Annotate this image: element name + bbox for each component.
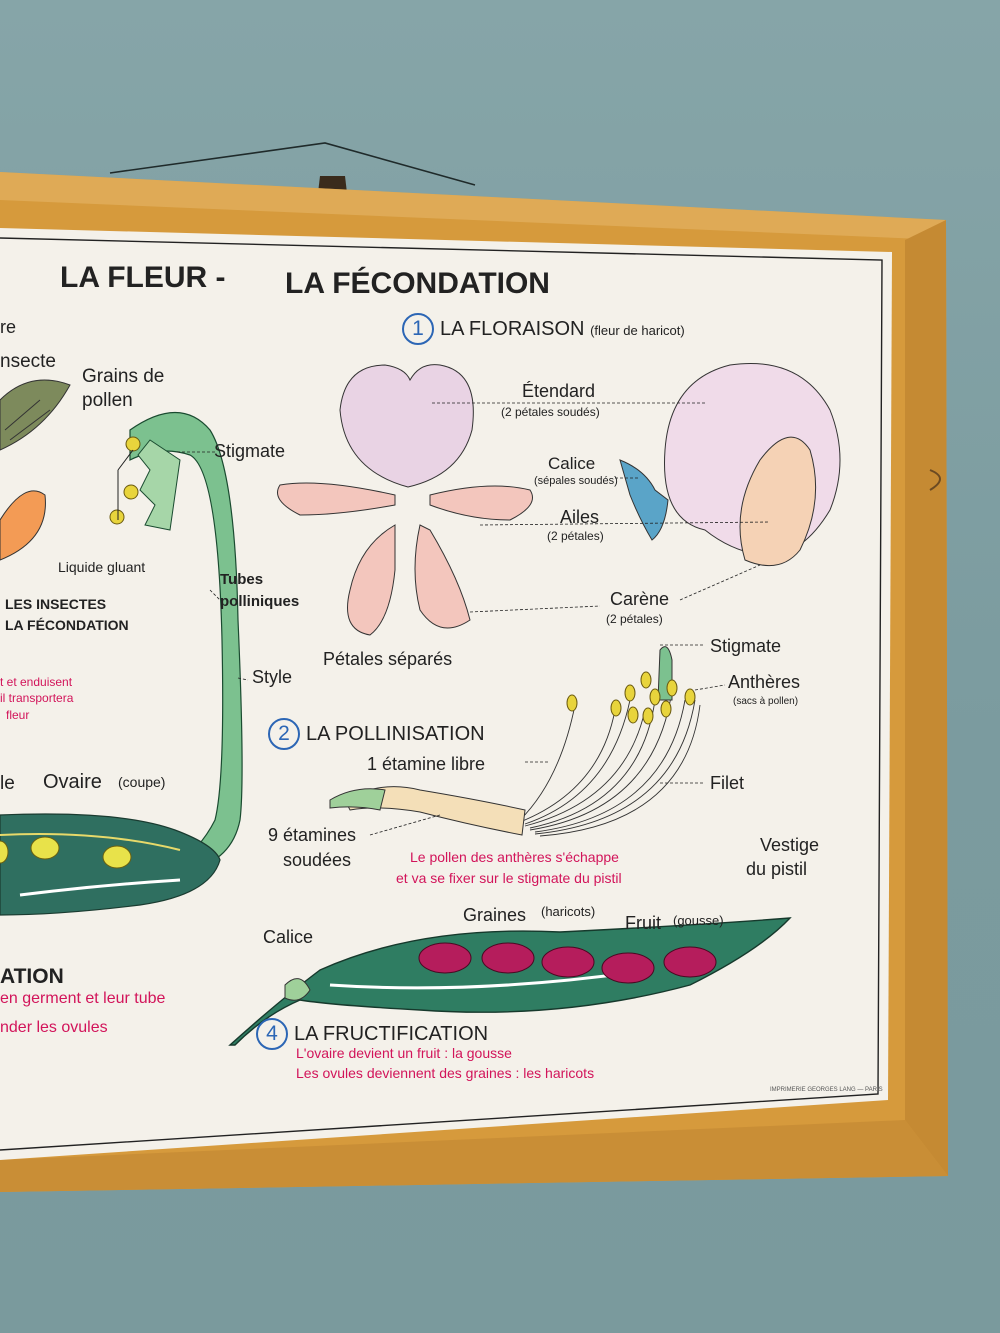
imprint: IMPRIMERIE GEORGES LANG — PARIS xyxy=(770,1087,883,1093)
label-etendard-note: (2 pétales soudés) xyxy=(501,405,600,419)
section1-subtitle: (fleur de haricot) xyxy=(590,322,685,338)
label-etendard: Étendard xyxy=(522,381,596,401)
label-graines: Graines xyxy=(463,905,527,925)
label-petales: Pétales séparés xyxy=(323,649,453,669)
insect-body xyxy=(0,379,71,451)
label-ailes-note: (2 pétales) xyxy=(547,529,604,543)
section2-title: LA POLLINISATION xyxy=(306,722,485,745)
section4-heading: 4 LA FRUCTIFICATION xyxy=(256,1018,488,1050)
left-red-1: t et enduisent xyxy=(0,675,73,689)
section1-title: LA FLORAISON xyxy=(440,317,585,340)
label-liquide: Liquide gluant xyxy=(58,559,146,575)
label-antheres-note: (sacs à pollen) xyxy=(733,696,799,707)
bean-seeds xyxy=(418,942,717,984)
left-red-3: fleur xyxy=(6,708,30,722)
label-tubes: Tubes xyxy=(220,571,264,588)
label-fruit-note: (gousse) xyxy=(673,913,724,928)
label-vestige-1: Vestige xyxy=(760,835,820,855)
section4-caption-2: Les ovules deviennent des graines : les … xyxy=(296,1065,595,1081)
label-soudees-2: soudées xyxy=(283,850,352,870)
label-insecte: nsecte xyxy=(0,351,56,372)
label-soudees-1: 9 étamines xyxy=(268,825,357,845)
label-filet: Filet xyxy=(710,773,745,793)
label-antheres: Anthères xyxy=(728,672,801,692)
label-graines-note: (haricots) xyxy=(541,904,596,919)
section4-title: LA FRUCTIFICATION xyxy=(294,1022,489,1045)
label-style: Style xyxy=(252,667,293,687)
bean-pod xyxy=(228,917,792,1046)
section4-number: 4 xyxy=(256,1018,288,1050)
label-carene: Carène xyxy=(610,589,670,609)
left-red-2: il transportera xyxy=(0,691,74,705)
label-ailes: Ailes xyxy=(560,507,600,527)
hanging-wire xyxy=(109,142,476,186)
section2-caption-1: Le pollen des anthères s'échappe xyxy=(410,849,619,865)
section4-caption-1: L'ovaire devient un fruit : la gousse xyxy=(296,1045,512,1061)
insect-wing xyxy=(0,490,46,561)
label-pollen: pollen xyxy=(82,390,133,411)
label-calice-pod: Calice xyxy=(263,927,314,947)
section2-heading: 2 LA POLLINISATION xyxy=(268,718,485,750)
leader-lines xyxy=(175,402,771,836)
left-germ-1: en germent et leur tube xyxy=(0,990,166,1007)
label-insects-1: LES INSECTES xyxy=(5,596,107,612)
whole-flower xyxy=(619,362,841,567)
label-stigmate: Stigmate xyxy=(710,636,782,656)
label-calice-note: (sépales soudés) xyxy=(534,475,618,487)
section1-number: 1 xyxy=(402,313,434,345)
label-coupe: (coupe) xyxy=(118,774,166,790)
label-calice: Calice xyxy=(548,454,596,473)
label-le: le xyxy=(0,773,15,794)
section1-heading: 1 LA FLORAISON (fleur de haricot) xyxy=(402,313,685,345)
label-vestige-2: du pistil xyxy=(746,859,808,879)
label-etamine: 1 étamine libre xyxy=(367,754,486,774)
section2-number: 2 xyxy=(268,718,300,750)
label-ation: ATION xyxy=(0,965,64,988)
left-germ-2: nder les ovules xyxy=(0,1019,108,1036)
section2-caption-2: et va se fixer sur le stigmate du pistil xyxy=(396,870,622,886)
stamens xyxy=(519,689,701,837)
anthers xyxy=(566,671,696,725)
label-fruit: Fruit xyxy=(625,913,661,933)
poster-title-right: LA FÉCONDATION xyxy=(285,267,550,300)
label-polliniques: polliniques xyxy=(220,593,300,610)
label-carene-note: (2 pétales) xyxy=(606,612,663,626)
stamen-tube xyxy=(344,786,526,836)
label-ovaire: Ovaire xyxy=(43,771,102,793)
label-re: re xyxy=(0,317,17,337)
poster-title-left: LA FLEUR - xyxy=(60,261,226,294)
separated-petals xyxy=(277,364,533,636)
label-stigmate-left: Stigmate xyxy=(214,441,286,461)
label-insects-2: LA FÉCONDATION xyxy=(5,617,129,633)
label-grains: Grains de xyxy=(82,366,165,387)
